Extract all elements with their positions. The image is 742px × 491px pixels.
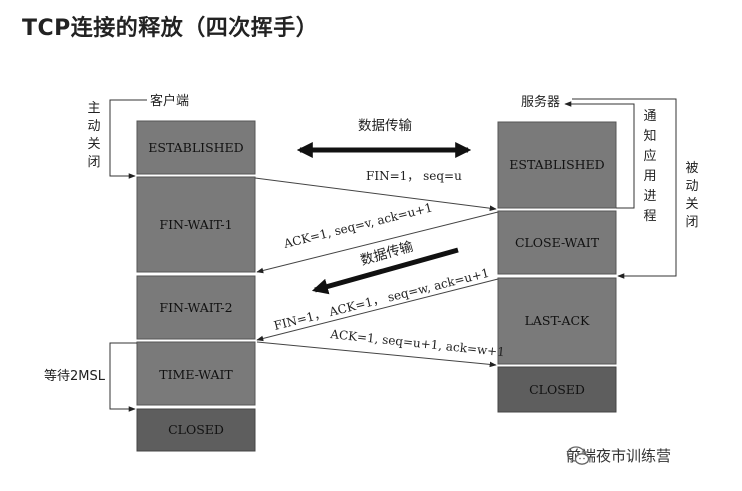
- notify-process-label: 通知应用进程: [643, 109, 656, 224]
- watermark-text: 前端夜市训练营: [566, 447, 672, 465]
- vertical-char: 主: [87, 101, 100, 116]
- vertical-char: 动: [87, 119, 100, 134]
- fin2-label: FIN=1， ACK=1， seq=w, ack=u+1: [272, 266, 490, 333]
- server-label: 服务器: [521, 94, 560, 110]
- vertical-char: 动: [685, 179, 698, 194]
- passive-close-label: 被动关闭: [685, 161, 698, 230]
- ack2-arrow: [256, 341, 497, 368]
- active-close-label: 主动关闭: [87, 101, 100, 170]
- wait-2msl-label: 等待2MSL: [44, 368, 106, 384]
- vertical-char: 关: [87, 137, 100, 152]
- active-close-bracket: [109, 99, 147, 179]
- vertical-char: 通: [643, 109, 656, 124]
- client-state-fin-wait-1-label: FIN-WAIT-1: [159, 217, 232, 232]
- passive-close-bracket: [572, 98, 677, 279]
- data-transfer-one-way-arrow: [311, 247, 459, 295]
- vertical-char: 用: [643, 169, 656, 184]
- client-state-time-wait-label: TIME-WAIT: [159, 367, 233, 382]
- client-state-fin-wait-2-label: FIN-WAIT-2: [159, 300, 232, 315]
- server-state-close-wait-label: CLOSE-WAIT: [515, 235, 600, 250]
- vertical-char: 闭: [685, 215, 698, 230]
- vertical-char: 程: [643, 209, 656, 224]
- watermark: 前端夜市训练营: [566, 445, 671, 466]
- data-transfer-label-1: 数据传输: [358, 118, 412, 134]
- ack2-label: ACK=1, seq=u+1, ack=w+1: [329, 327, 506, 359]
- vertical-char: 进: [643, 189, 656, 204]
- server-state-closed: CLOSED: [497, 366, 617, 413]
- notify-process-bracket: [564, 101, 635, 209]
- fin1-arrow: [254, 177, 497, 211]
- client-state-fin-wait-2: FIN-WAIT-2: [136, 275, 256, 340]
- fin1-label: FIN=1， seq=u: [366, 169, 462, 183]
- client-state-established-label: ESTABLISHED: [148, 140, 243, 155]
- server-state-established: ESTABLISHED: [497, 121, 617, 209]
- server-state-close-wait: CLOSE-WAIT: [497, 210, 617, 275]
- wechat-icon: [566, 446, 590, 465]
- client-state-closed-label: CLOSED: [168, 422, 224, 437]
- server-state-established-label: ESTABLISHED: [509, 157, 604, 172]
- ack1-arrow: [256, 211, 499, 274]
- server-state-last-ack: LAST-ACK: [497, 277, 617, 365]
- client-state-fin-wait-1: FIN-WAIT-1: [136, 176, 256, 273]
- server-state-last-ack-label: LAST-ACK: [525, 313, 590, 328]
- page-title: TCP连接的释放（四次挥手）: [22, 16, 319, 41]
- vertical-char: 被: [685, 161, 698, 176]
- vertical-char: 应: [643, 148, 656, 164]
- vertical-char: 闭: [87, 155, 100, 170]
- wait-2msl-bracket: [109, 342, 137, 412]
- fin2-arrow: [256, 278, 499, 342]
- vertical-char: 关: [685, 197, 698, 212]
- client-state-closed: CLOSED: [136, 408, 256, 452]
- server-state-closed-label: CLOSED: [529, 382, 585, 397]
- client-label: 客户端: [150, 93, 189, 109]
- client-state-established: ESTABLISHED: [136, 120, 256, 175]
- client-state-time-wait: TIME-WAIT: [136, 341, 256, 406]
- vertical-char: 知: [643, 128, 656, 144]
